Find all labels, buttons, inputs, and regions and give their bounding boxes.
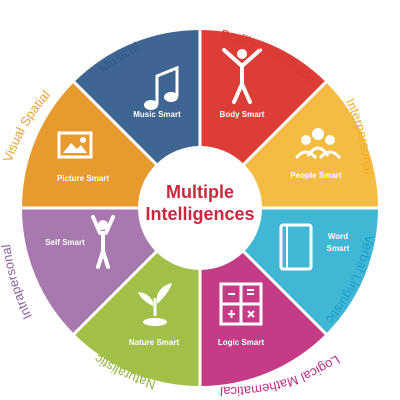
center-circle: [138, 146, 262, 270]
sprout-icon: [138, 283, 172, 326]
segment-label-naturalistic: Nature Smart: [129, 338, 180, 347]
center-title-line2: Intelligences: [145, 204, 254, 224]
segment-label-bodily: Body Smart: [220, 110, 265, 119]
person-arms-up-icon: [91, 215, 115, 269]
segment-label-logical: Logic Smart: [218, 338, 265, 347]
calculator-icon: [219, 282, 263, 326]
people-group-icon: [294, 128, 342, 160]
segment-label-visual: Picture Smart: [57, 174, 109, 183]
picture-icon: [57, 131, 93, 159]
segment-label-verbal-line2: Smart: [327, 244, 350, 253]
center-title-line1: Multiple: [166, 182, 234, 202]
person-jumping-icon: [222, 48, 262, 104]
book-icon: [279, 223, 313, 271]
segment-label-interpersonal: People Smart: [290, 171, 341, 180]
music-note-icon: [144, 65, 179, 110]
segment-label-verbal-line1: Word: [328, 232, 348, 241]
segment-label-musical: Music Smart: [133, 110, 181, 119]
segment-label-intrapersonal: Self Smart: [45, 238, 85, 247]
